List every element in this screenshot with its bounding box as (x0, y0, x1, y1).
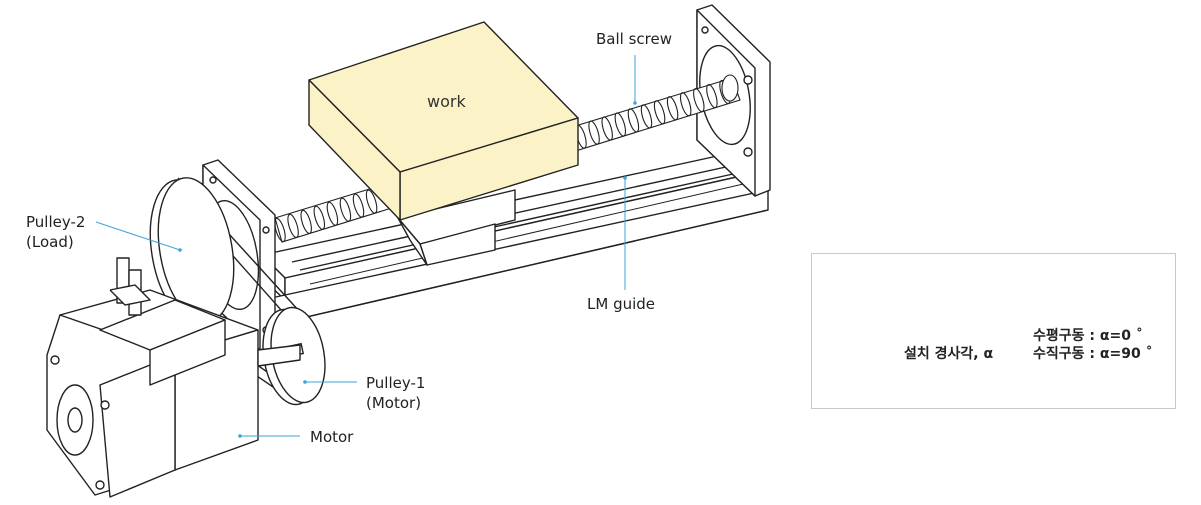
leader-pulley-2 (95, 221, 181, 251)
label-work: work (427, 92, 466, 111)
label-lm-guide: LM guide (587, 295, 656, 313)
screw-thread (614, 112, 627, 137)
lm-guide-base (261, 149, 769, 323)
carriage-block (397, 189, 516, 266)
label-ball-screw: Ball screw (596, 30, 672, 48)
label-pulley-2-name: Pulley-2 (26, 213, 86, 231)
screw-thread (365, 189, 378, 214)
screw-thread (274, 217, 286, 243)
motor (46, 257, 301, 498)
label-pulley-1-role: (Motor) (366, 394, 422, 412)
legend-angle-label: 설치 경사각, α (904, 346, 994, 362)
work-block (308, 21, 579, 221)
screw-thread (339, 197, 352, 222)
label-motor: Motor (310, 428, 354, 446)
leader-lines (95, 55, 636, 437)
screw-thread (326, 201, 339, 226)
screw-thread (653, 100, 666, 125)
screw-thread (627, 108, 640, 133)
screw-thread (588, 120, 600, 145)
work-side-face (308, 79, 401, 221)
screw-thread (693, 88, 705, 113)
legend-vertical: 수직구동 : α=90 ˚ (1033, 346, 1153, 362)
screw-thread (287, 213, 299, 238)
screw-thread (352, 193, 365, 218)
screw-thread (300, 209, 312, 234)
screw-thread (706, 84, 718, 109)
legend-horizontal: 수평구동 : α=0 ˚ (1033, 328, 1143, 344)
label-pulley-1-name: Pulley-1 (366, 374, 426, 392)
screw-thread (313, 205, 326, 230)
screw-thread (679, 92, 692, 117)
screw-thread (640, 104, 653, 129)
screw-thread (666, 96, 679, 121)
leader-dots (178, 101, 637, 438)
pulley-2 (149, 177, 235, 325)
label-pulley-2-role: (Load) (26, 233, 74, 251)
legend-box (811, 253, 1176, 409)
screw-thread (601, 116, 613, 141)
